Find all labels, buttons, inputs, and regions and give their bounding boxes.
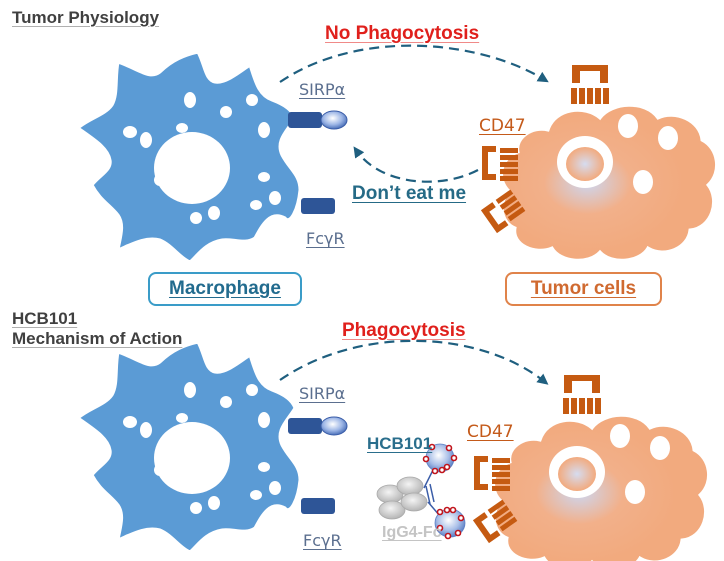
sirpa-domain-top (320, 110, 348, 130)
top-section-title: Tumor Physiology (12, 8, 160, 27)
sirpa-receptor-top (288, 112, 322, 128)
cd47-bottom-receptor-1 (563, 375, 601, 414)
tumor-cell-bottom (492, 413, 711, 561)
macrophage-label: Macrophage (169, 278, 281, 299)
cd47-label-top: CD47 (479, 116, 526, 136)
cd47-label-bottom: CD47 (467, 422, 514, 442)
fcgr-receptor-top (301, 198, 335, 214)
sirpa-label-bottom: SIRPα (299, 384, 346, 403)
sirpa-domain-bottom (320, 416, 348, 436)
dont-eat-me-arrow (353, 146, 479, 183)
tumor-cells-label-box: Tumor cells (505, 272, 662, 306)
tumor-cells-label: Tumor cells (530, 278, 637, 299)
fcgr-label-bottom: FcγR (303, 531, 342, 550)
top-panel-graphics (76, 44, 719, 264)
macrophage-cell-top (76, 50, 302, 264)
no-phagocytosis-label: No Phagocytosis (325, 23, 480, 44)
phagocytosis-label: Phagocytosis (342, 320, 466, 341)
dont-eat-me-label: Don’t eat me (352, 183, 467, 204)
bottom-section-title-line1: HCB101 (12, 309, 78, 328)
hcb101-label: HCB101 (367, 434, 433, 453)
macrophage-label-box: Macrophage (148, 272, 302, 306)
tumor-cell-top (500, 103, 719, 262)
bottom-section-title-line2: Mechanism of Action (12, 329, 183, 348)
fcgr-receptor-bottom (301, 498, 335, 514)
bottom-panel-graphics (76, 339, 711, 561)
hcb101-molecule (376, 443, 466, 540)
sirpa-receptor-bottom (288, 418, 322, 434)
fcgr-label-top: FcγR (306, 229, 345, 248)
no-phagocytosis-arrow (279, 44, 549, 83)
macrophage-cell-bottom (76, 340, 302, 554)
cd47-top-receptor-1 (571, 65, 609, 104)
igg4-fc-label: IgG4-Fc (382, 524, 442, 541)
phagocytosis-arrow (279, 339, 549, 385)
sirpa-label-top: SIRPα (299, 80, 346, 99)
